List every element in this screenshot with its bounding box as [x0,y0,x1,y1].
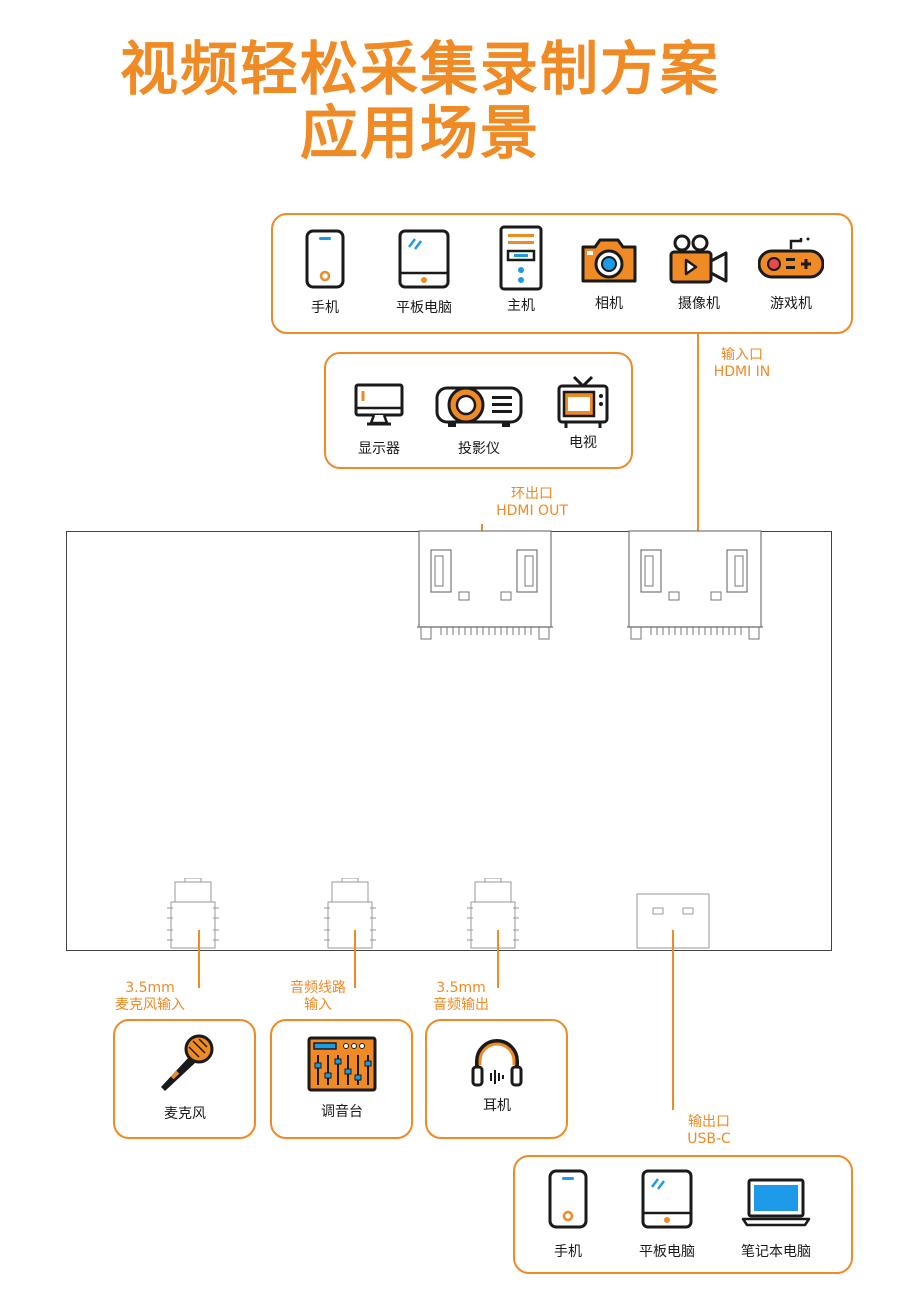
source-desktop: 主机 [476,225,566,315]
microphone-box: 麦克风 [113,1019,256,1139]
audio-mixer: 调音台 [297,1035,387,1121]
mic-port-label-line2: 麦克风输入 [115,997,185,1013]
hdmi-out-displays-box: 显示器 投影仪 电视 [324,352,633,469]
audio-out-connector-line [497,930,499,988]
source-phone-label: 手机 [311,300,339,316]
usb-phone-label: 手机 [554,1244,582,1260]
display-projector-label: 投影仪 [458,441,500,457]
source-video-camera: 摄像机 [654,233,744,313]
audio-out-port-label-line1: 3.5mm [436,980,486,996]
display-monitor-label: 显示器 [358,441,400,457]
hdmi-out-port-label-line2: HDMI OUT [496,503,568,519]
audio-headphones: 耳机 [452,1035,542,1115]
audio-output-jack [467,878,519,949]
projector-icon [435,386,523,427]
desktop-tower-icon [499,225,543,291]
usb-phone: 手机 [523,1169,613,1261]
page-title: 视频轻松采集录制方案 [119,35,720,103]
capture-board-outline [66,530,832,951]
tablet-icon [398,229,450,289]
source-camera: 相机 [564,235,654,313]
mixer-icon [307,1036,377,1092]
tablet-icon [641,1169,693,1229]
hdmi-out-port-label-line1: 环出口 [511,486,553,502]
hdmi-out-port [417,530,553,640]
usb-laptop-label: 笔记本电脑 [741,1244,811,1260]
hdmi-in-port-label-line1: 输入口 [721,347,763,363]
video-camera-icon [669,234,728,284]
mic-connector-line [198,930,200,988]
source-tablet-label: 平板电脑 [396,300,452,316]
phone-icon [305,229,345,289]
usb-output-box: 手机 平板电脑 笔记本电脑 [513,1155,853,1274]
phone-icon [548,1169,588,1229]
hdmi-out-port-label: 环出口 HDMI OUT [480,486,584,520]
monitor-icon [354,383,404,426]
usb-port-label-line1: 输出口 [688,1114,730,1130]
source-gamepad: 游戏机 [746,235,836,313]
audio-headphones-label: 耳机 [483,1098,511,1114]
mixer-box: 调音台 [270,1019,413,1139]
audio-mixer-label: 调音台 [321,1104,363,1120]
page-subtitle: 应用场景 [299,99,540,167]
audio-out-port-label: 3.5mm 音频输出 [411,980,511,1014]
source-video-camera-label: 摄像机 [678,296,720,312]
mic-port-label-line1: 3.5mm [125,980,175,996]
audio-microphone-label: 麦克风 [164,1106,206,1122]
display-tv: 电视 [538,374,628,452]
hdmi-in-port-label: 输入口 HDMI IN [700,347,784,381]
usb-tablet: 平板电脑 [622,1169,712,1261]
source-phone: 手机 [280,229,370,317]
gamepad-icon [758,237,824,279]
line-in-port-label-line2: 输入 [304,997,332,1013]
hdmi-in-connector-line [697,334,699,562]
mic-input-jack [167,878,219,949]
display-monitor: 显示器 [334,382,424,458]
hdmi-in-port-label-line2: HDMI IN [713,364,771,380]
hdmi-in-sources-box: 手机 平板电脑 主机 相机 [271,213,853,334]
display-tv-label: 电视 [569,435,597,451]
headphones-icon [471,1039,523,1087]
hdmi-in-port [627,530,763,640]
usb-laptop: 笔记本电脑 [731,1177,821,1261]
usb-connector-line [672,930,674,1110]
source-tablet: 平板电脑 [379,229,469,317]
tv-icon [557,375,609,428]
microphone-icon [161,1034,214,1091]
audio-microphone: 麦克风 [140,1033,230,1123]
camera-icon [581,238,637,283]
usb-tablet-label: 平板电脑 [639,1244,695,1260]
source-gamepad-label: 游戏机 [770,296,812,312]
usb-port-label-line2: USB-C [687,1131,731,1147]
display-projector: 投影仪 [434,382,524,458]
usb-port-label: 输出口 USB-C [664,1114,754,1148]
laptop-icon [741,1178,811,1227]
line-in-port-label-line1: 音频线路 [290,980,346,996]
audio-out-port-label-line2: 音频输出 [433,997,489,1013]
line-input-jack [324,878,376,949]
line-in-port-label: 音频线路 输入 [268,980,368,1014]
headphones-box: 耳机 [425,1019,568,1139]
mic-port-label: 3.5mm 麦克风输入 [100,980,200,1014]
source-camera-label: 相机 [595,296,623,312]
source-desktop-label: 主机 [507,298,535,314]
line-in-connector-line [354,930,356,988]
